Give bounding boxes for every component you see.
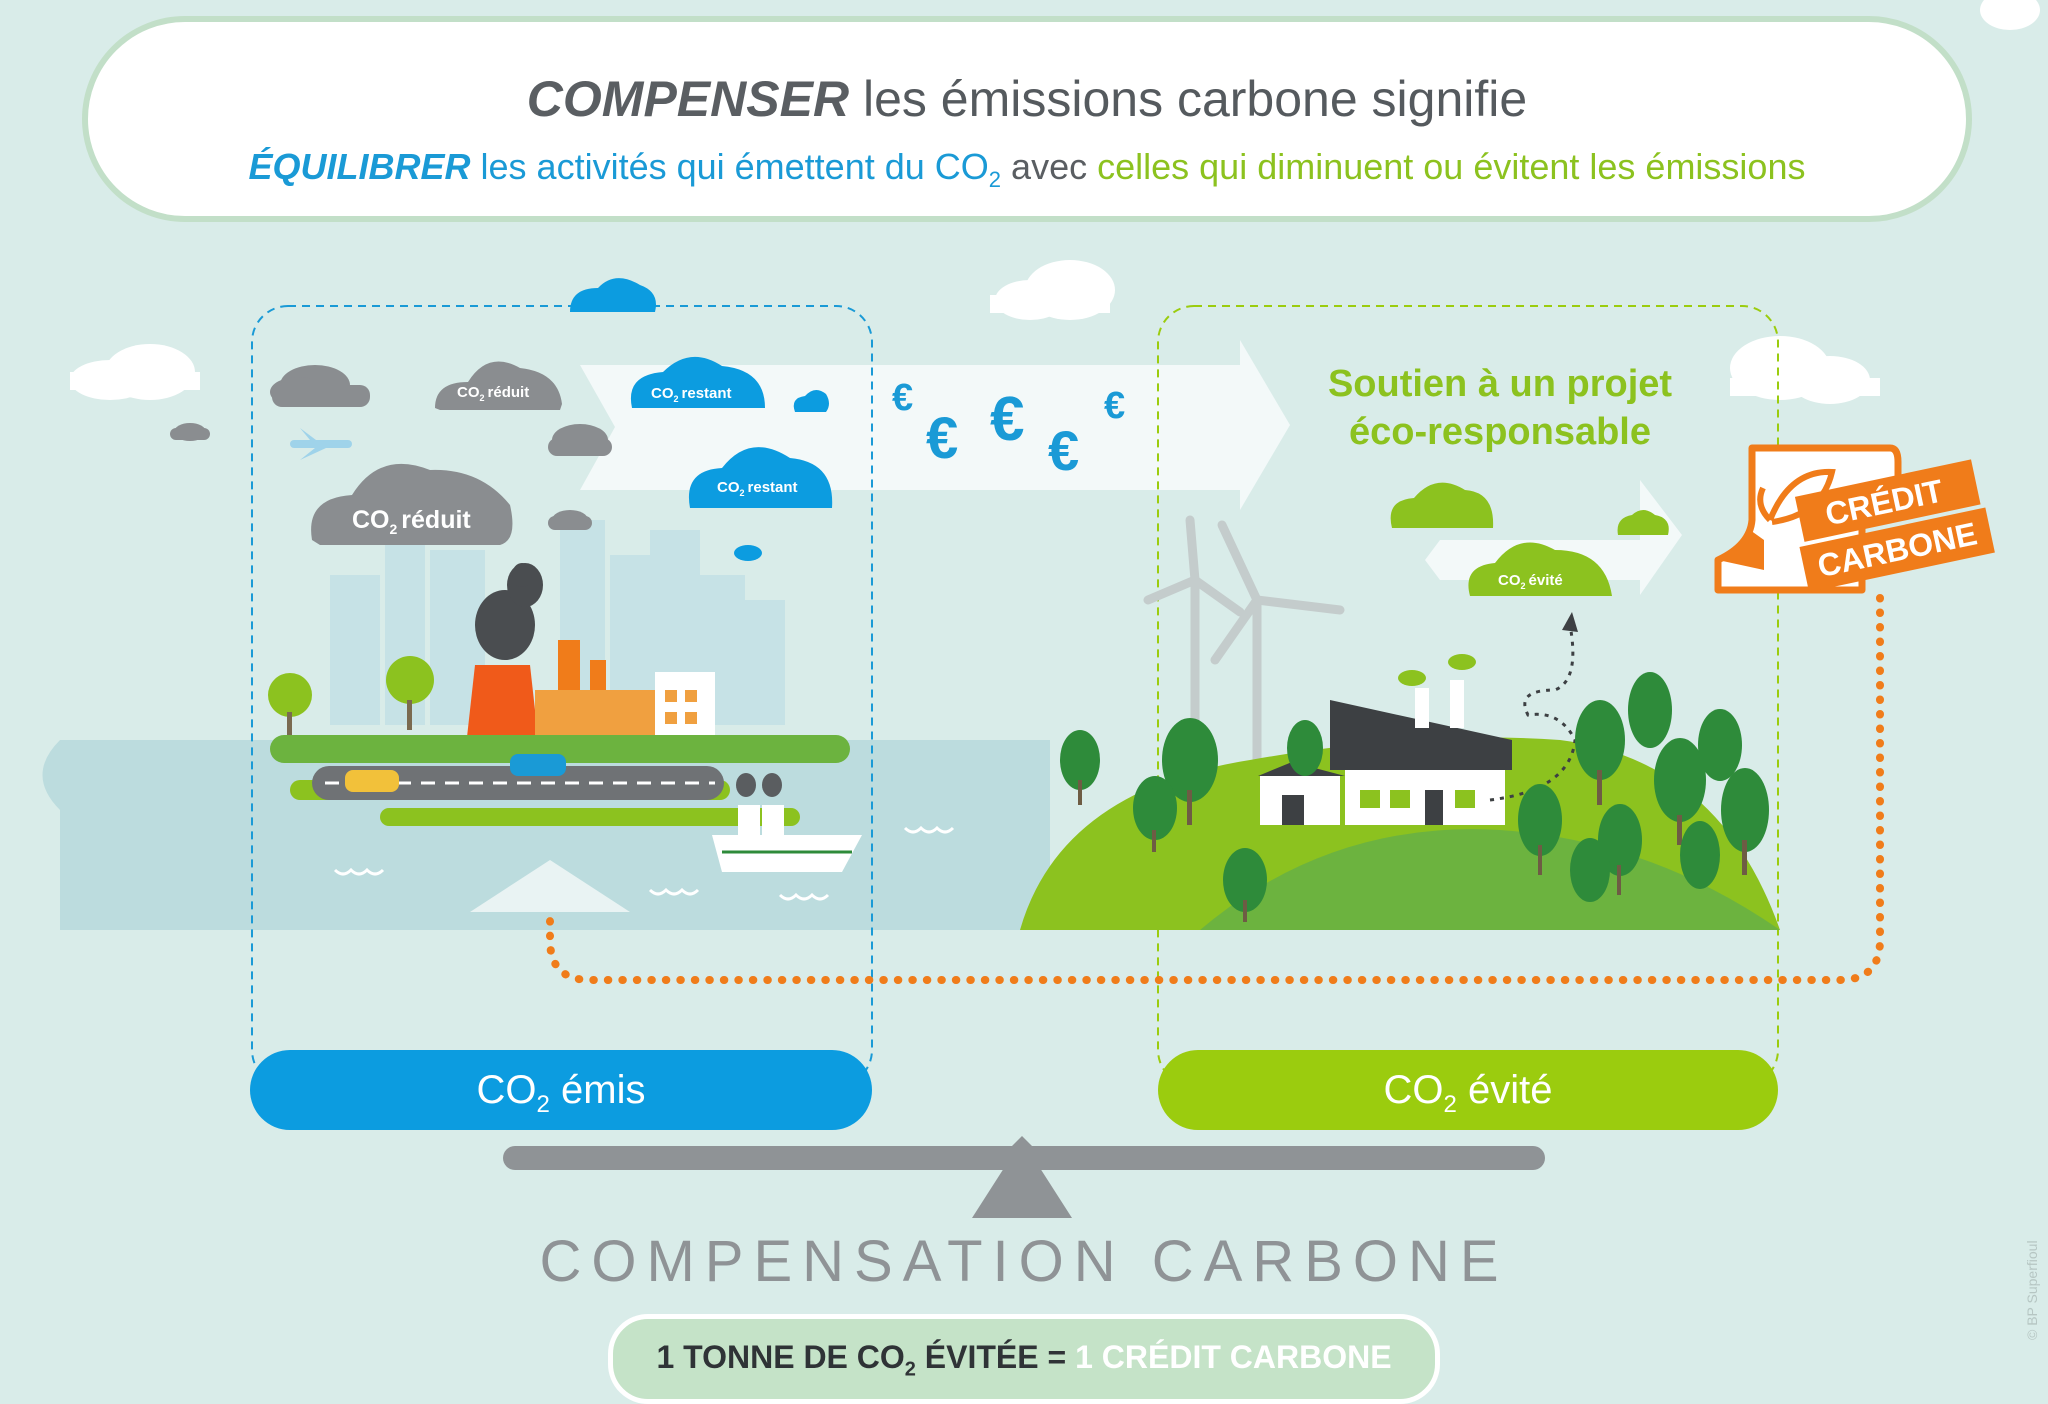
- co2-evite-bar: CO2 évité: [1158, 1050, 1778, 1130]
- copyright-text: © BP Superfioul: [2024, 1240, 2040, 1340]
- blue-clouds: [570, 278, 829, 561]
- euro-1: €: [892, 377, 913, 419]
- header-subtitle-blue: les activités qui émettent du CO: [480, 146, 989, 187]
- credit-carbone-label: CRÉDIT CARBONE: [1794, 459, 1995, 592]
- euro-2: €: [926, 406, 958, 471]
- evite-arrowhead: [1562, 612, 1578, 632]
- tonne-text-sub: 2: [904, 1358, 916, 1381]
- co2-emis-sub: 2: [536, 1091, 550, 1118]
- project-label-line1: Soutien à un projet: [1328, 363, 1672, 405]
- credit-return-path: [546, 594, 1884, 984]
- co2-emis-word: émis: [549, 1068, 646, 1112]
- background-clouds: [70, 0, 2040, 404]
- wind-turbines: [1143, 515, 1345, 765]
- cloud-reduit-big: [311, 463, 513, 545]
- header-subtitle: ÉQUILIBRER les activités qui émettent du…: [88, 146, 1966, 193]
- header-title: COMPENSER les émissions carbone signifie: [88, 70, 1966, 128]
- balance-scale: [503, 1136, 1545, 1218]
- tonne-text-b: ÉVITÉE =: [915, 1339, 1076, 1375]
- left-trees: [268, 656, 434, 737]
- co2-evite-word: évité: [1456, 1068, 1553, 1112]
- co2-emis-bar: CO2 émis: [250, 1050, 872, 1130]
- right-trees: [1060, 672, 1769, 922]
- co2-emis-co: CO: [476, 1068, 537, 1112]
- euro-symbols: € € € € €: [892, 377, 1125, 482]
- tonne-text-c: 1 CRÉDIT CARBONE: [1075, 1339, 1392, 1375]
- header-subtitle-green: celles qui diminuent ou évitent les émis…: [1097, 146, 1806, 187]
- header-box: COMPENSER les émissions carbone signifie…: [82, 16, 1972, 222]
- tonne-equivalence-box: 1 TONNE DE CO2 ÉVITÉE = 1 CRÉDIT CARBONE: [608, 1314, 1440, 1404]
- boat: [712, 773, 862, 872]
- compensation-title: COMPENSATION CARBONE: [539, 1229, 1509, 1294]
- fulcrum-light: [470, 860, 630, 912]
- cloud-reduit-small: [435, 361, 562, 410]
- header-title-strong: COMPENSER: [526, 71, 850, 127]
- plane-icon: [290, 428, 352, 460]
- header-subtitle-strong: ÉQUILIBRER: [248, 146, 471, 187]
- green-hill-shade: [1200, 829, 1780, 930]
- header-subtitle-sub: 2: [988, 167, 1002, 193]
- cloud-restant-1: [630, 356, 765, 408]
- euro-4: €: [1048, 419, 1079, 482]
- eco-house: [1258, 654, 1512, 825]
- euro-3: €: [990, 385, 1024, 454]
- project-label-line2: éco-responsable: [1349, 411, 1651, 453]
- evite-dotted-path: [1489, 624, 1577, 802]
- cloud-restant-2: [688, 447, 833, 508]
- grey-clouds: [170, 365, 612, 530]
- green-clouds: [1390, 482, 1669, 535]
- euro-5: €: [1104, 385, 1125, 427]
- waves: [333, 825, 955, 901]
- cloud-evite: [1468, 542, 1612, 596]
- co2-evite-sub: 2: [1443, 1091, 1457, 1118]
- left-ground: [270, 735, 850, 826]
- co2-evite-co: CO: [1383, 1068, 1444, 1112]
- header-subtitle-grey: avec: [1011, 146, 1088, 187]
- tonne-text-a: 1 TONNE DE CO: [656, 1339, 905, 1375]
- header-title-rest: les émissions carbone signifie: [862, 71, 1528, 127]
